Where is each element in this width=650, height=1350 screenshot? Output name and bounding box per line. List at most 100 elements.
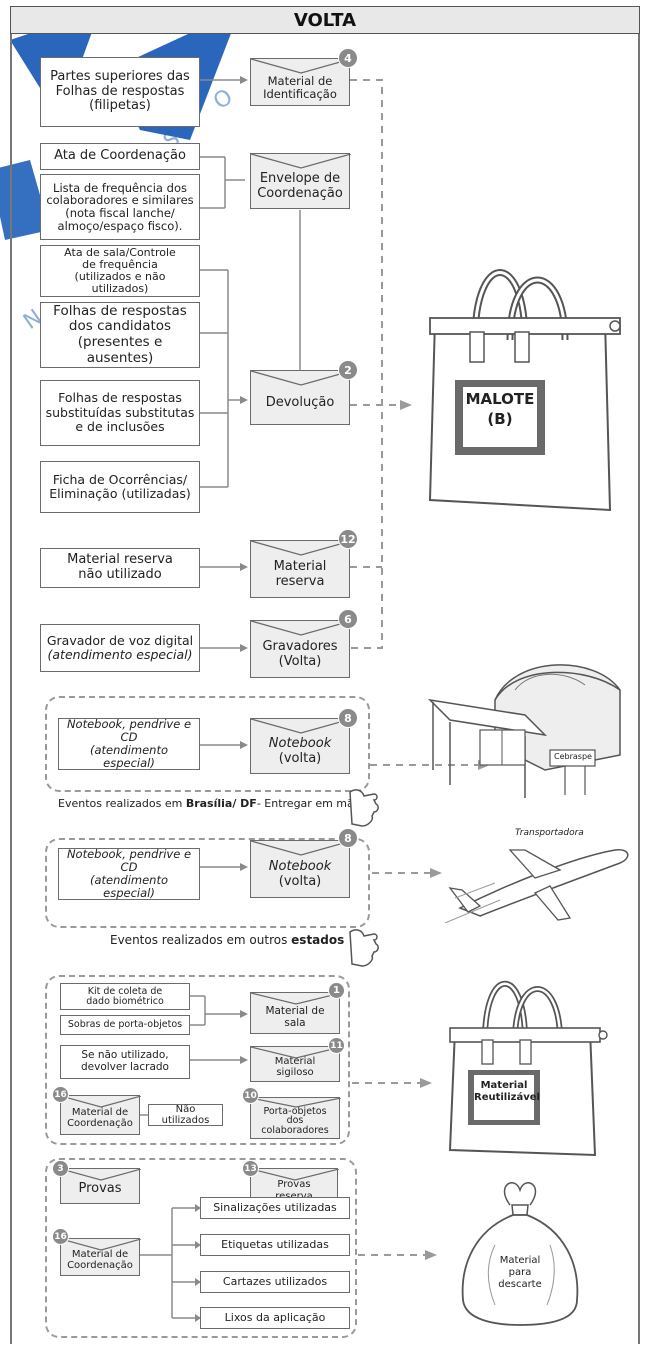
notebook-item-box: Notebook, pendrive e CD (atendimento esp… [58, 847, 200, 900]
brasilia-group [45, 696, 370, 792]
envelope-label: Provas [78, 1180, 122, 1196]
lista-frequencia-box: Lista de frequência dos colaboradores e … [40, 174, 200, 240]
outros-estados-group [45, 838, 370, 928]
nao-utilizado-box: Se não utilizado, devolver lacrado [60, 1045, 190, 1079]
envelope-label: Material de Coordenação [67, 1248, 133, 1272]
descarte-group [45, 1158, 357, 1338]
envelope-label: Gravadores (Volta) [262, 639, 338, 669]
descarte-item-label: Lixos da aplicação [224, 1310, 326, 1324]
caption-bold: Brasília/ DF [185, 797, 257, 810]
envelope-flap-icon [251, 841, 351, 856]
descarte-item-label: Etiquetas utilizadas [221, 1237, 329, 1251]
reutilizavel-label: Material Reutilizável [474, 1080, 540, 1103]
envelope-number-badge: 8 [338, 708, 358, 728]
brasilia-caption: Eventos realizados em Brasília/ DF- Entr… [58, 797, 366, 810]
envelope-flap-icon [251, 1047, 341, 1059]
envelope-gravadores: Gravadores (Volta) [250, 620, 351, 678]
ficha-ocorrencias-label: Ficha de Ocorrências/ Eliminação (utiliz… [49, 471, 191, 501]
envelope-material-reserva: Material reserva [250, 540, 351, 598]
folhas-candidatos-label: Folhas de respostas dos candidatos (pres… [53, 302, 187, 366]
plane-label: Transportadora [515, 828, 584, 838]
envelope-label: Devolução [265, 395, 335, 411]
descarte-item-box: Lixos da aplicação [200, 1307, 350, 1329]
descarte-item-box: Sinalizações utilizadas [200, 1197, 350, 1219]
ata-coordenacao-box: Ata de Coordenação [40, 143, 200, 170]
nao-utilizado-label: Se não utilizado, devolver lacrado [81, 1049, 169, 1073]
outros-estados-caption: Eventos realizados em outros estados [110, 933, 344, 947]
descarte-item-label: Sinalizações utilizadas [213, 1200, 337, 1214]
envelope-title: Notebook [268, 859, 332, 875]
filipetas-label: Partes superiores das Folhas de resposta… [50, 68, 190, 114]
envelope-flap-icon [251, 993, 341, 1005]
folhas-candidatos-box: Folhas de respostas dos candidatos (pres… [40, 302, 200, 368]
envelope-flap-icon [61, 1169, 141, 1181]
envelope-number-badge: 1 [328, 982, 345, 999]
trash-bag-icon [461, 1182, 579, 1326]
descarte-item-box: Cartazes utilizados [200, 1271, 350, 1293]
reutilizavel-bag-icon [448, 980, 608, 1157]
descarte-item-box: Etiquetas utilizadas [200, 1234, 350, 1256]
envelope-devolucao: Devolução [250, 370, 351, 425]
caption-text: Eventos realizados em outros [110, 933, 292, 947]
envelope-flap-icon [61, 1096, 141, 1108]
trash-bag: Material para descarte [455, 1175, 585, 1330]
plane-icon [444, 849, 629, 924]
envelope-number-badge: 10 [242, 1087, 259, 1104]
reutilizavel-bag: Material Reutilizável [440, 960, 620, 1160]
page-border-right [638, 34, 640, 1344]
material-reserva-nao-label: Material reserva não utilizado [67, 552, 173, 582]
envelope-number-badge: 13 [242, 1160, 259, 1177]
envelope-material-sala: Material de sala [250, 992, 341, 1034]
gravador-sublabel: (atendimento especial) [47, 647, 193, 662]
envelope-label: Material de sala [265, 1004, 325, 1029]
malote-bag-icon [428, 269, 621, 512]
nao-utilizados-label: Não utilizados [161, 1103, 210, 1127]
plane-graphic: Transportadora [440, 828, 635, 924]
envelope-coordenacao: Envelope de Coordenação [250, 153, 351, 209]
descarte-label: Material para descarte [498, 1255, 542, 1290]
filipetas-box: Partes superiores das Folhas de resposta… [40, 57, 200, 127]
envelope-material-identificacao: Material de Identificação [250, 58, 351, 106]
envelope-number-badge: 16 [52, 1086, 69, 1103]
envelope-subtitle: (volta) [278, 751, 322, 766]
envelope-subtitle: (volta) [278, 874, 322, 889]
envelope-label: Provas reserva [275, 1179, 313, 1202]
lista-frequencia-label: Lista de frequência dos colaboradores e … [46, 180, 194, 233]
envelope-label: Material de Identificação [263, 73, 337, 101]
envelope-number-badge: 16 [52, 1228, 69, 1245]
notebook-item-label: Notebook, pendrive e CD [66, 716, 192, 744]
sobras-label: Sobras de porta-objetos [67, 1018, 183, 1030]
envelope-number-badge: 8 [338, 828, 358, 848]
malote-label: MALOTE (B) [465, 390, 535, 428]
envelope-number-badge: 2 [338, 360, 358, 380]
header-bar: VOLTA [10, 6, 640, 34]
hand-icon [342, 782, 382, 832]
envelope-label: Envelope de Coordenação [257, 171, 343, 201]
gravador-label: Gravador de voz digital [46, 632, 194, 648]
envelope-label: Material de Coordenação [67, 1106, 133, 1130]
notebook-item-sublabel: (atendimento especial) [89, 743, 168, 771]
envelope-material-coordenacao: Material de Coordenação [60, 1095, 141, 1135]
ata-coordenacao-label: Ata de Coordenação [54, 148, 186, 164]
sobras-box: Sobras de porta-objetos [60, 1015, 190, 1035]
envelope-notebook: Notebook (volta) [250, 840, 351, 898]
kit-label: Kit de coleta de dado biométrico [86, 985, 164, 1007]
nao-utilizados-box: Não utilizados [148, 1104, 223, 1126]
notebook-item-box: Notebook, pendrive e CD (atendimento esp… [58, 716, 200, 771]
folhas-substituidas-label: Folhas de respostas substituídas substit… [45, 390, 195, 435]
descarte-item-label: Cartazes utilizados [222, 1274, 328, 1288]
folhas-substituidas-box: Folhas de respostas substituídas substit… [40, 380, 200, 446]
envelope-flap-icon [251, 719, 351, 734]
envelope-flap-icon [251, 371, 351, 386]
ata-sala-box: Ata de sala/Controle de frequência (util… [40, 245, 200, 297]
envelope-label: Material reserva [273, 559, 327, 589]
envelope-provas: Provas [60, 1168, 141, 1204]
envelope-flap-icon [251, 154, 351, 169]
envelope-number-badge: 3 [52, 1160, 69, 1177]
cebraspe-building: Cebraspe [425, 660, 630, 800]
envelope-number-badge: 11 [328, 1037, 345, 1054]
envelope-flap-icon [251, 59, 351, 74]
envelope-material-coordenacao: Material de Coordenação [60, 1238, 141, 1276]
gravador-box: Gravador de voz digital (atendimento esp… [40, 624, 200, 672]
caption-text: Eventos realizados em [58, 797, 186, 810]
